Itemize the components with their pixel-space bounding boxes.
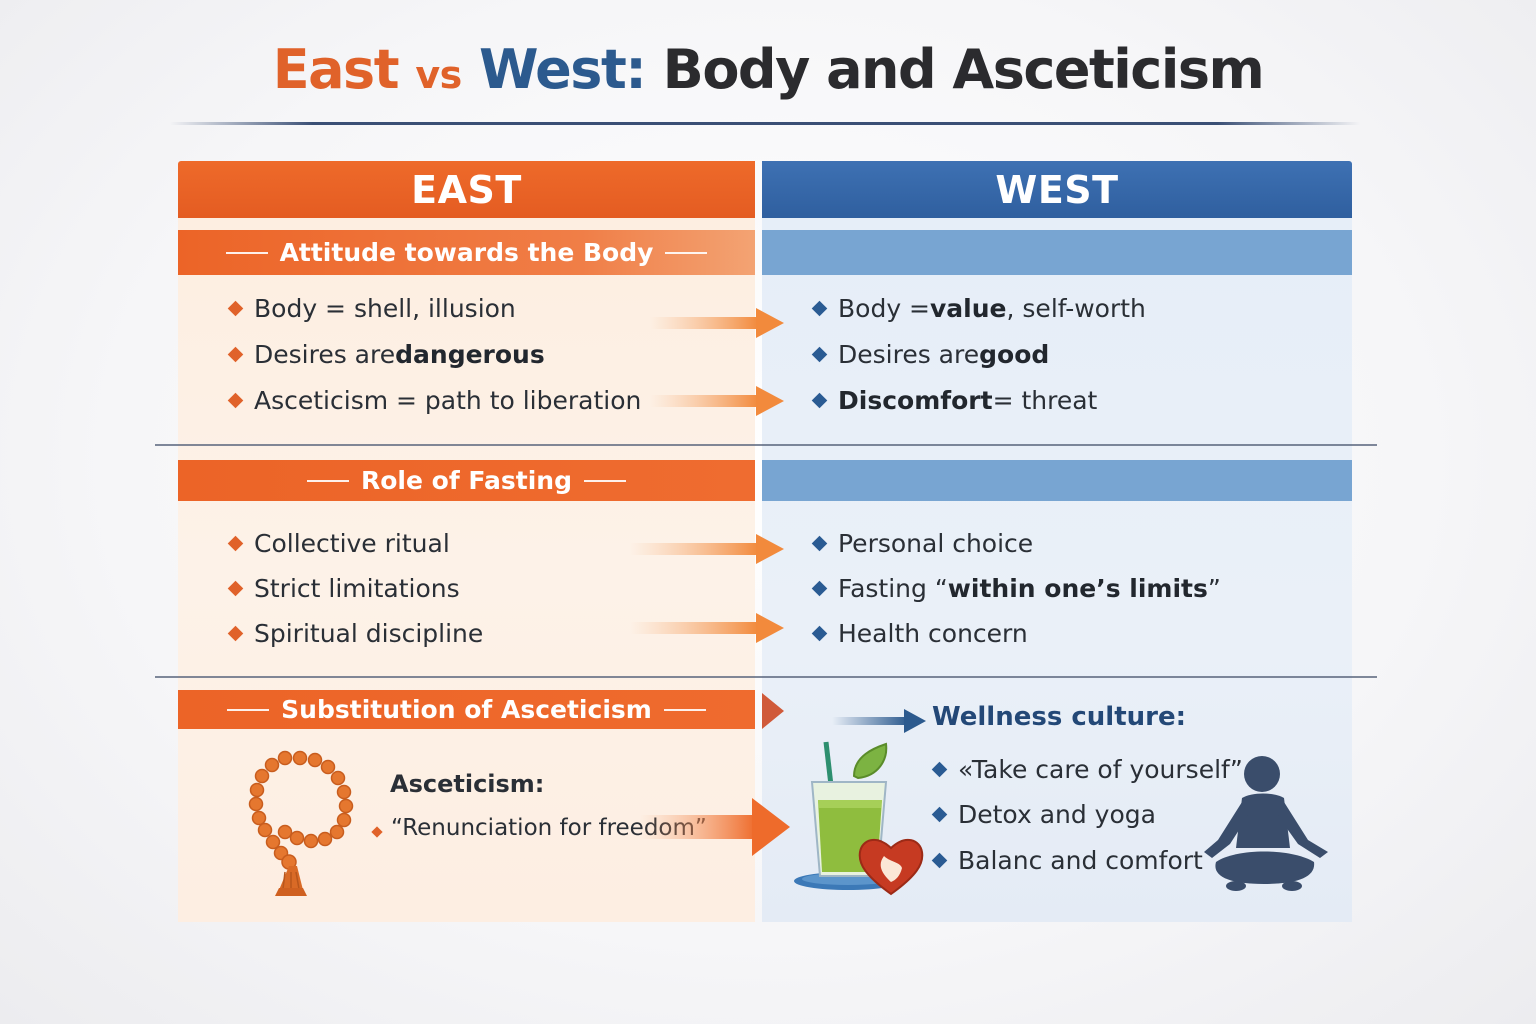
title-divider [170, 122, 1360, 125]
heart-icon [856, 834, 926, 902]
asceticism-label: Asceticism: [390, 770, 545, 798]
list-item: Asceticism = path to liberation [227, 386, 641, 415]
section-divider [155, 676, 1377, 678]
arrow-right-icon [832, 706, 928, 740]
list-item: Collective ritual [227, 529, 450, 558]
west-column-header: WEST [762, 161, 1352, 218]
wellness-label: Wellness culture: [932, 702, 1186, 732]
section-header-substitution: Substitution of Asceticism [178, 690, 755, 729]
list-item: Desires are dangerous [227, 340, 545, 369]
arrow-right-icon [630, 532, 786, 566]
section-header-body-attitude-west [762, 230, 1352, 275]
list-item: Fasting “within one’s limits” [811, 574, 1221, 603]
list-item: Body = shell, illusion [227, 294, 516, 323]
section-header-fasting-west [762, 460, 1352, 501]
title-rest: Body and Asceticism [662, 38, 1265, 101]
east-column-panel [178, 218, 755, 922]
title-west: West: [479, 38, 647, 101]
list-item: Balanc and comfort [931, 846, 1203, 875]
arrow-right-icon [650, 306, 786, 340]
list-item: Detox and yoga [931, 800, 1156, 829]
list-item: Strict limitations [227, 574, 460, 603]
section-header-fasting: Role of Fasting [178, 460, 755, 501]
prayer-beads-icon [245, 748, 355, 904]
title-east: East [272, 38, 400, 101]
east-column-header: EAST [178, 161, 755, 218]
list-item: Body = value, self-worth [811, 294, 1146, 323]
list-item: Health concern [811, 619, 1028, 648]
list-item: Spiritual discipline [227, 619, 483, 648]
chevron-right-icon [762, 693, 786, 733]
title-vs: vs [415, 53, 462, 97]
section-divider [155, 444, 1377, 446]
meditation-figure-icon [1196, 752, 1334, 898]
arrow-right-icon [640, 796, 792, 862]
page-title: East vs West: Body and Asceticism [0, 38, 1536, 101]
list-item: Desires are good [811, 340, 1049, 369]
arrow-right-icon [650, 384, 786, 418]
arrow-right-icon [630, 611, 786, 645]
list-item: Personal choice [811, 529, 1033, 558]
section-header-body-attitude: Attitude towards the Body [178, 230, 755, 275]
list-item: «Take care of yourself” [931, 755, 1243, 784]
list-item: Discomfort = threat [811, 386, 1097, 415]
